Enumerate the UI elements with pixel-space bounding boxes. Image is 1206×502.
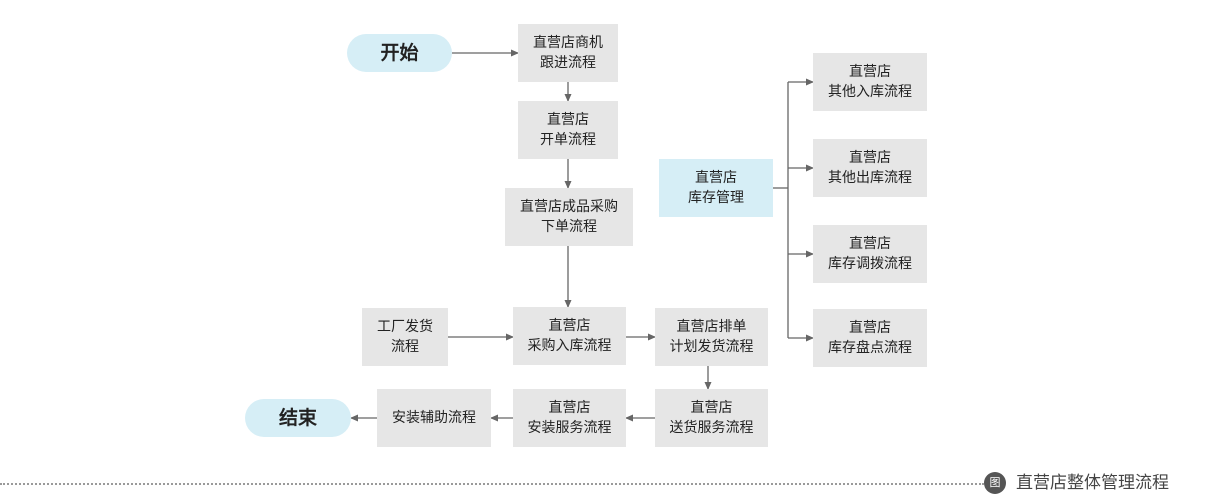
end-node: 结束 (245, 399, 351, 437)
start-node: 开始 (347, 34, 452, 72)
stocktake-node: 直营店 库存盘点流程 (813, 309, 927, 367)
factory-shipping-node: 工厂发货 流程 (362, 308, 448, 366)
figure-caption: 图 直营店整体管理流程 (0, 468, 1206, 498)
caption-text: 直营店整体管理流程 (1016, 473, 1169, 493)
purchase-inbound-node: 直营店 采购入库流程 (513, 307, 626, 365)
schedule-shipping-node: 直营店排单 计划发货流程 (655, 308, 768, 366)
installation-service-node: 直营店 安装服务流程 (513, 389, 626, 447)
other-outbound-node: 直营店 其他出库流程 (813, 139, 927, 197)
installation-assist-node: 安装辅助流程 (377, 389, 491, 447)
other-inbound-node: 直营店 其他入库流程 (813, 53, 927, 111)
inventory-management-node: 直营店 库存管理 (659, 159, 773, 217)
order-node: 直营店 开单流程 (518, 101, 618, 159)
purchase-order-node: 直营店成品采购 下单流程 (505, 188, 633, 246)
opportunity-followup-node: 直营店商机 跟进流程 (518, 24, 618, 82)
stock-transfer-node: 直营店 库存调拨流程 (813, 225, 927, 283)
figure-badge-icon: 图 (984, 472, 1006, 494)
delivery-service-node: 直营店 送货服务流程 (655, 389, 768, 447)
caption-dotted-rule (0, 483, 984, 485)
